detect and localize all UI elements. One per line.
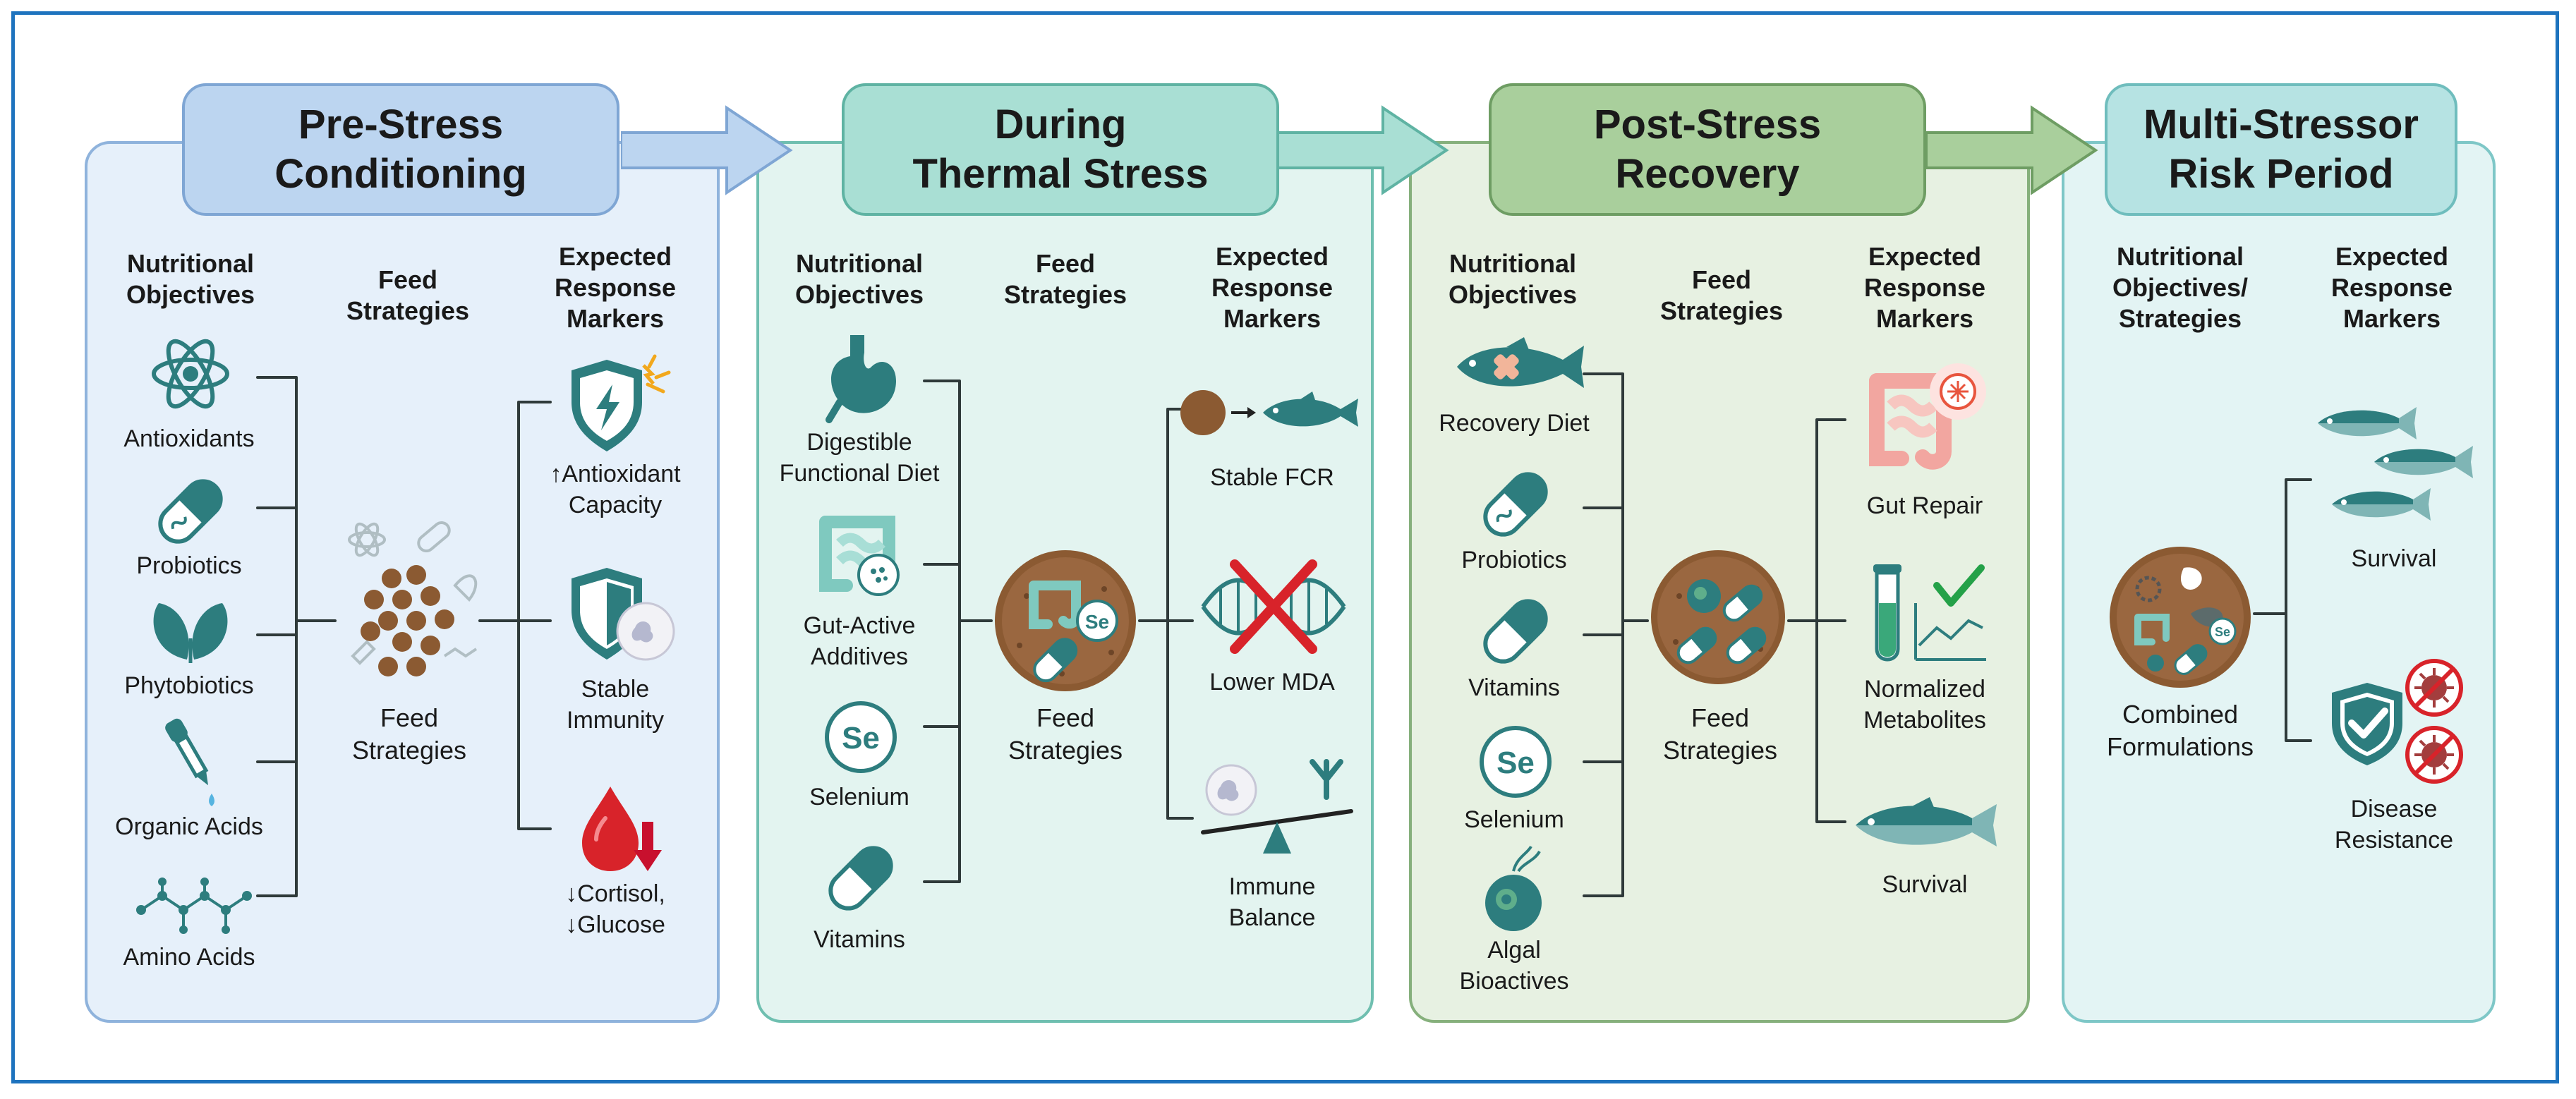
stage3-objective-label: Probiotics [1461, 547, 1567, 573]
arrow-2-to-3 [1277, 105, 1449, 195]
svg-text:Se: Se [842, 721, 880, 755]
shield-cell-icon [572, 568, 675, 661]
capsule-icon [158, 479, 223, 544]
svg-text:Se: Se [2215, 625, 2230, 639]
capsule-icon [1483, 599, 1548, 664]
gut-repair-icon [1869, 363, 1986, 470]
molecule-icon [136, 878, 252, 934]
capsule-icon [1483, 472, 1548, 537]
stomach-icon [826, 335, 896, 423]
shield-check-icon [2332, 683, 2402, 765]
dna-crossed-icon [1201, 559, 1346, 654]
stage3-marker-label: Gut Repair [1866, 492, 1983, 519]
feed-pellets-icon [348, 521, 478, 676]
stage2-objective-label: Vitamins [814, 926, 905, 953]
stage3-objective-label: Vitamins [1468, 674, 1560, 701]
stage3-objective-label: Selenium [1464, 806, 1564, 833]
stage3-objective-label: Recovery Diet [1439, 410, 1590, 437]
arrow-3-to-4 [1926, 105, 2098, 195]
svg-text:Se: Se [1085, 611, 1109, 633]
selenium-icon: Se [1480, 726, 1552, 798]
fish-bandage-icon [1457, 337, 1584, 388]
stage1-objective-label: Probiotics [136, 552, 242, 579]
stage2-marker-label: Lower MDA [1209, 669, 1335, 696]
stage1-objective-label: Amino Acids [123, 944, 255, 971]
fish-icon [1856, 797, 1997, 846]
stage3-marker-label: Survival [1882, 871, 1968, 898]
feed-bowl-icon: Se [995, 550, 1136, 691]
dropper-icon [165, 718, 214, 806]
blood-drop-down-icon [582, 787, 662, 871]
combined-feed-icon: Se [2110, 547, 2251, 688]
immune-balance-icon [1201, 759, 1353, 854]
stage1-objective-label: Phytobiotics [124, 672, 254, 699]
feed-bowl-icon [1651, 550, 1785, 684]
pathogen-blocked-icon [2405, 659, 2463, 784]
shield-lightning-icon [572, 354, 671, 451]
stage1-objective-label: Antioxidants [123, 425, 255, 452]
selenium-icon: Se [825, 701, 897, 773]
capsule-icon [828, 846, 893, 911]
test-tube-chart-icon [1873, 564, 1986, 662]
stage2-objective-label: Selenium [809, 784, 909, 810]
stage1-marker-label: ↓Cortisol,↓Glucose [565, 880, 665, 938]
stage1-objective-label: Organic Acids [115, 813, 263, 840]
leaf-icon [153, 603, 228, 663]
stage4-marker-label: Survival [2351, 545, 2437, 572]
algae-cell-icon [1485, 845, 1542, 931]
pellet-to-fish-icon [1180, 390, 1358, 435]
arrow-1-to-2 [621, 105, 793, 195]
atom-icon [152, 339, 229, 409]
intestine-icon [819, 516, 900, 596]
svg-text:Se: Se [1496, 746, 1535, 780]
stage2-marker-label: Stable FCR [1210, 464, 1334, 491]
fish-school-icon [2318, 407, 2473, 521]
